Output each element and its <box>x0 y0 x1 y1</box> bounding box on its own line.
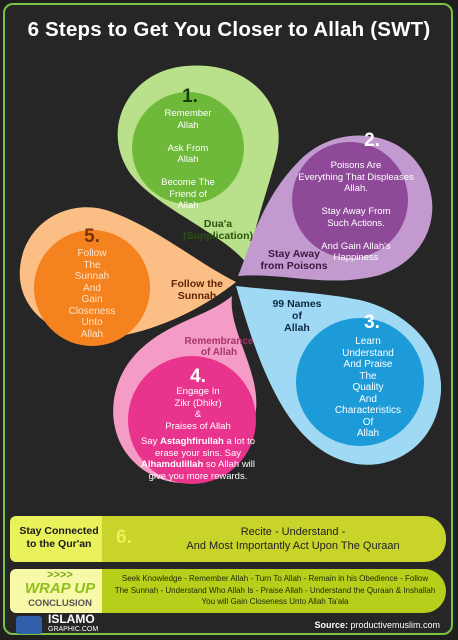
footer-logo: ISLAMO GRAPHIC.COM <box>48 613 98 634</box>
step-2-number: 2. <box>364 130 380 151</box>
step-6-text: Recite - Understand - And Most Important… <box>148 525 438 553</box>
wrapup-content-box: Seek Knowledge - Remember Allah - Turn T… <box>102 569 446 613</box>
wrapup-heading: WRAP UP <box>24 580 96 597</box>
step-5-label: Follow the Sunnah <box>171 278 223 302</box>
step-4-tip-part: so Allah will give you more rewards. <box>148 459 256 482</box>
petal-1 <box>117 65 279 266</box>
step-4-tip-part: Say <box>140 436 160 447</box>
wrapup-subheading: CONCLUSION <box>28 598 92 609</box>
step-6-label-box: Stay Connected to the Qur'an <box>10 516 110 562</box>
signature-logo <box>16 616 42 634</box>
step-3-text: Learn Understand And Praise The Quality … <box>334 336 402 439</box>
step-4-label: Remembrance of Allah <box>184 336 254 358</box>
step-3-label: 99 Names of Allah <box>272 298 322 334</box>
step-6-line-1: Recite - Understand - <box>240 526 346 538</box>
footer-logo-main: ISLAMO <box>48 612 95 626</box>
wrapup-heading-box: >>>> WRAP UP CONCLUSION <box>10 569 110 613</box>
footer-logo-sub: GRAPHIC.COM <box>48 626 99 633</box>
step-1-number: 1. <box>182 86 198 107</box>
source-label: Source: <box>314 620 348 630</box>
source-credit: Source: productivemuslim.com <box>314 620 440 630</box>
step-4-tip-bold: Astaghfirullah <box>159 436 224 447</box>
step-6-bar: Stay Connected to the Qur'an 6. Recite -… <box>10 516 446 562</box>
step-6-content-box: 6. Recite - Understand - And Most Import… <box>102 516 446 562</box>
step-4-tip-bold: Alhamdulillah <box>140 459 204 470</box>
step-2-text: Poisons Are Everything That Displeases A… <box>298 160 414 263</box>
wrapup-bar: >>>> WRAP UP CONCLUSION Seek Knowledge -… <box>10 569 446 613</box>
step-5-number: 5. <box>84 226 100 247</box>
step-4-tip-part: Say <box>224 447 242 459</box>
step-5-text: Follow The Sunnah And Gain Closeness Unt… <box>68 248 116 340</box>
step-6-number: 6. <box>116 527 132 548</box>
step-6-line-2: And Most Importantly Act Upon The Quraan <box>186 540 400 552</box>
step-3-number: 3. <box>364 312 380 333</box>
step-6-label: Stay Connected to the Qur'an <box>19 525 99 550</box>
step-4-tip: Say Astaghfirullah a lot to erase your s… <box>136 436 260 482</box>
step-2-label: Stay Away from Poisons <box>260 248 328 272</box>
step-1-text: Remember Allah Ask From Allah Become The… <box>161 108 215 211</box>
step-4-number: 4. <box>190 366 206 387</box>
step-4-text: Engage In Zikr (Dhikr) & Praises of Alla… <box>165 386 231 432</box>
wrapup-arrows: >>>> <box>47 569 73 581</box>
petal-5 <box>19 207 236 346</box>
source-value: productivemuslim.com <box>347 620 440 630</box>
petal-2 <box>238 135 433 281</box>
wrapup-text: Seek Knowledge - Remember Allah - Turn T… <box>114 574 436 606</box>
petal-4 <box>113 296 257 484</box>
step-1-label: Dua'a (Supplication) <box>183 218 253 242</box>
page-title: 6 Steps to Get You Closer to Allah (SWT) <box>27 18 431 41</box>
petal-3 <box>236 286 442 465</box>
step-4-tip-part: a lot to erase your sins. <box>154 436 256 459</box>
